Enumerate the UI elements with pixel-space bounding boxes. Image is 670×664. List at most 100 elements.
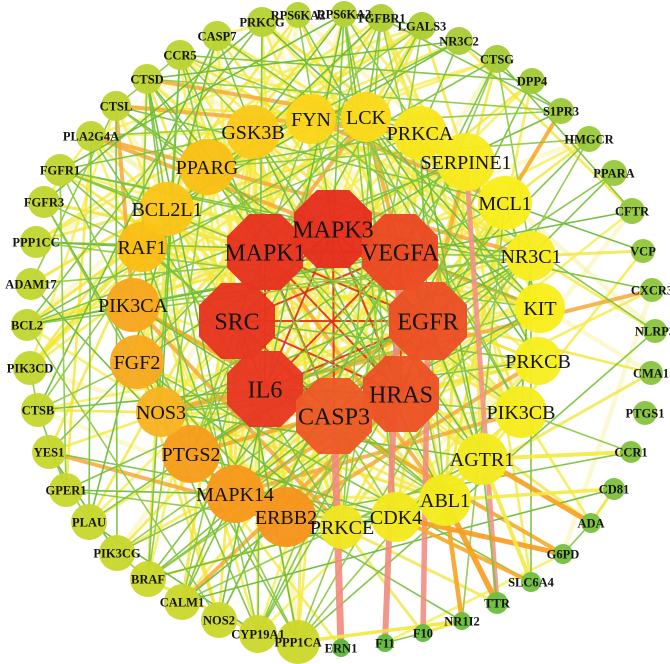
- node-src: [199, 283, 275, 359]
- node-label-raf1: RAF1: [118, 237, 167, 259]
- node-label-f11: F11: [375, 636, 394, 650]
- node-cd81: [603, 478, 625, 500]
- edge-green: [458, 40, 562, 112]
- node-fgfr3: [28, 186, 60, 218]
- edge-green: [88, 135, 92, 523]
- node-label-ccr1: CCR1: [614, 445, 647, 459]
- node-kit: [515, 283, 565, 333]
- edge-green: [26, 21, 263, 326]
- node-label-nr3c2: NR3C2: [439, 34, 479, 48]
- node-il6: [227, 351, 303, 427]
- node-label-nr3c1: NR3C1: [500, 246, 561, 268]
- edge-green: [297, 14, 522, 413]
- node-cftr: [619, 198, 645, 224]
- node-mcl1: [478, 176, 532, 230]
- edge-green: [365, 116, 522, 413]
- node-mapk1: [227, 214, 303, 290]
- node-ptgs1: [633, 401, 657, 425]
- node-abl1: [419, 474, 471, 526]
- node-nr3c1: [506, 231, 556, 281]
- node-label-pla2g4a: PLA2G4A: [63, 129, 119, 143]
- node-label-bcl2l1: BCL2L1: [131, 199, 202, 221]
- edge-yellow: [28, 104, 118, 370]
- node-label-gper1: GPER1: [46, 483, 87, 497]
- node-nlrp3: [643, 319, 667, 343]
- edge-green: [181, 488, 615, 603]
- node-label-hras: HRAS: [369, 382, 433, 408]
- edge-green: [43, 21, 263, 203]
- node-label-dpp4: DPP4: [517, 74, 548, 88]
- node-label-prkcg: PRKCG: [239, 15, 284, 29]
- node-label-fgfr3: FGFR3: [24, 195, 64, 209]
- node-label-rps6ka3: RPS6KA3: [317, 7, 372, 21]
- node-vcp: [631, 239, 655, 263]
- node-label-ada: ADA: [577, 516, 604, 530]
- node-agtr1: [456, 433, 508, 485]
- node-prkcb: [514, 337, 562, 385]
- node-cma1: [639, 361, 663, 385]
- node-erbb2: [256, 487, 316, 547]
- node-ttr: [486, 592, 508, 614]
- edge-green: [147, 54, 181, 580]
- edge-green: [297, 138, 590, 643]
- edge-green: [252, 131, 446, 501]
- node-label-pparg: PPARG: [176, 157, 239, 179]
- node-adam17: [15, 268, 47, 300]
- node-label-cdk4: CDK4: [370, 507, 422, 529]
- edge-green: [59, 131, 254, 171]
- node-ppara: [601, 160, 627, 186]
- node-label-ptgs1: PTGS1: [626, 406, 665, 420]
- node-label-calm1: CALM1: [160, 595, 204, 609]
- node-label-yes1: YES1: [34, 445, 65, 459]
- node-nr3c2: [445, 27, 473, 55]
- node-label-fyn: FYN: [291, 109, 331, 131]
- edge-deep: [146, 577, 260, 636]
- node-label-prkce: PRKCE: [310, 517, 374, 539]
- edge-orange: [263, 250, 447, 502]
- edge-green: [297, 330, 656, 643]
- node-bcl2l1: [140, 182, 194, 236]
- edge-green: [496, 58, 532, 257]
- node-ctsd: [132, 64, 162, 94]
- edge-highlight: [463, 159, 500, 606]
- node-label-adam17: ADAM17: [5, 277, 56, 291]
- edge-green: [166, 208, 259, 635]
- node-prkcg: [247, 7, 277, 37]
- edge-highlight: [296, 619, 464, 644]
- node-pik3ca: [106, 278, 160, 332]
- edge-green: [365, 116, 539, 362]
- edge-green: [26, 324, 220, 621]
- node-pik3cb: [495, 386, 547, 438]
- node-label-slc6a4: SLC6A4: [508, 575, 555, 589]
- edge-highlight: [443, 487, 616, 502]
- node-cxcr3: [640, 278, 664, 302]
- node-label-prkca: PRKCA: [387, 123, 454, 145]
- node-label-ptgs2: PTGS2: [162, 444, 221, 466]
- node-label-gsk3b: GSK3B: [221, 122, 284, 144]
- node-hmgcr: [576, 126, 602, 152]
- node-label-ctsb: CTSB: [22, 403, 55, 417]
- node-label-vegfa: VEGFA: [361, 240, 440, 266]
- node-label-vcp: VCP: [630, 244, 656, 258]
- node-plau: [71, 504, 107, 540]
- edge-orange: [114, 104, 135, 307]
- edge-green: [206, 138, 590, 168]
- node-label-cyp19a1: CYP19A1: [231, 627, 284, 641]
- node-label-casp7: CASP7: [198, 29, 237, 43]
- node-ccr5: [165, 40, 195, 70]
- node-lck: [341, 92, 391, 142]
- node-label-kit: KIT: [523, 298, 556, 320]
- node-dpp4: [519, 68, 545, 94]
- edge-green: [115, 105, 118, 554]
- node-ppp1ca: [276, 620, 320, 664]
- edge-deep: [340, 525, 425, 635]
- node-label-fgfr1: FGFR1: [40, 163, 80, 177]
- edge-highlight: [393, 514, 566, 557]
- node-label-il6: IL6: [248, 377, 283, 403]
- edge-green: [190, 453, 397, 518]
- node-tgfbr1: [367, 4, 395, 32]
- node-ppp1cc: [20, 226, 52, 258]
- node-label-plau: PLAU: [72, 515, 106, 529]
